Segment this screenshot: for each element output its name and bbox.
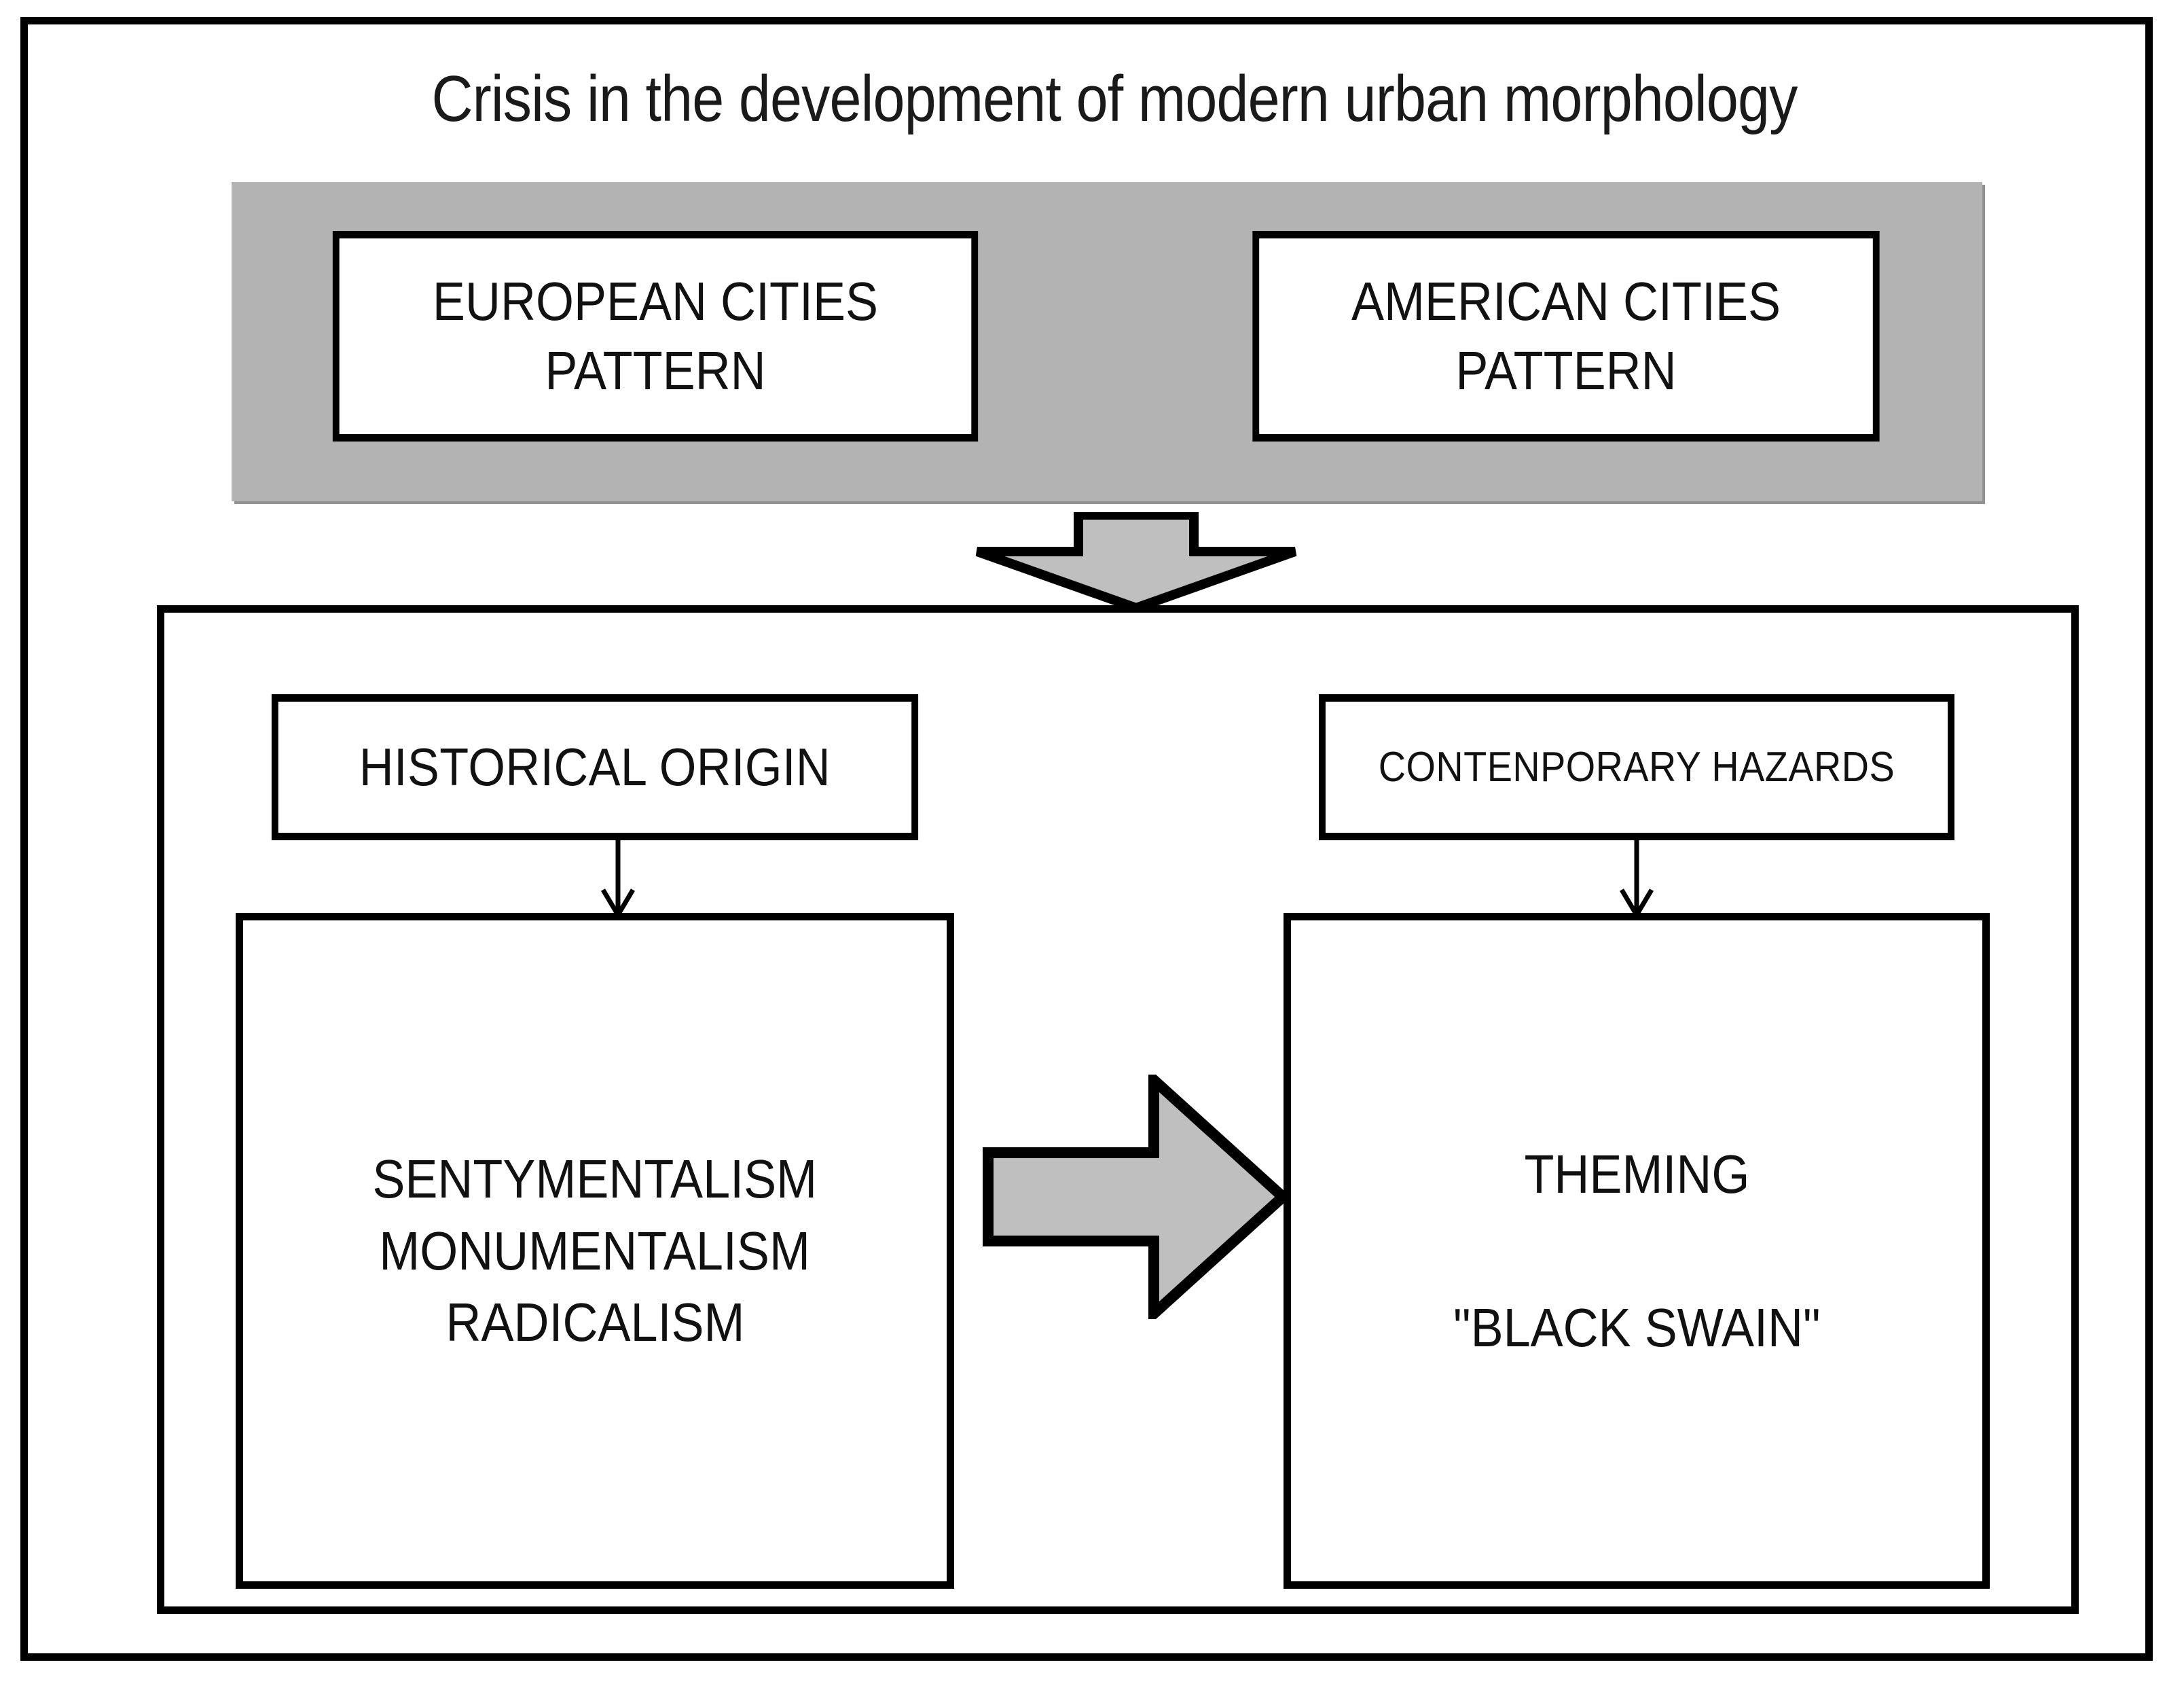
inner-container: HISTORICAL ORIGIN CONTENPORARY HAZARDS <box>157 605 2079 1614</box>
header-label-contenporary-hazards: CONTENPORARY HAZARDS <box>1378 744 1895 791</box>
content-origin-item-1: SENTYMENTALISM <box>372 1149 818 1210</box>
right-block-arrow-icon <box>983 1067 1291 1327</box>
down-block-arrow-icon <box>973 510 1299 613</box>
content-box-historical-origins[interactable]: SENTYMENTALISM MONUMENTALISM RADICALISM <box>236 913 954 1589</box>
content-hazard-item-2: "BLACK SWAIN" <box>1453 1297 1821 1358</box>
pattern-box-american[interactable]: AMERICAN CITIES PATTERN <box>1252 231 1880 442</box>
content-origin-item-2: MONUMENTALISM <box>379 1220 811 1281</box>
contenporary-hazards-connector-arrow-icon <box>1613 837 1660 920</box>
patterns-gray-band: EUROPEAN CITIES PATTERN AMERICAN CITIES … <box>232 182 1982 501</box>
thin-arrow-left-svg <box>600 837 636 920</box>
pattern-american-line2: PATTERN <box>1455 340 1677 401</box>
down-block-arrow-svg <box>975 510 1297 613</box>
pattern-american-line1: AMERICAN CITIES <box>1351 270 1781 331</box>
content-origin-item-3: RADICALISM <box>445 1292 745 1353</box>
content-hazard-item-1: THEMING <box>1524 1143 1749 1204</box>
right-block-arrow-svg <box>983 1067 1291 1327</box>
header-box-contenporary-hazards[interactable]: CONTENPORARY HAZARDS <box>1319 694 1954 840</box>
pattern-european-line1: EUROPEAN CITIES <box>432 270 879 331</box>
pattern-european-line2: PATTERN <box>545 340 766 401</box>
pattern-box-european[interactable]: EUROPEAN CITIES PATTERN <box>332 231 979 442</box>
outer-frame: Crisis in the development of modern urba… <box>20 17 2153 1661</box>
content-box-contenporary-hazards[interactable]: THEMING "BLACK SWAIN" <box>1284 913 1990 1589</box>
header-label-historical-origin: HISTORICAL ORIGIN <box>359 737 831 797</box>
header-box-historical-origin[interactable]: HISTORICAL ORIGIN <box>271 694 919 840</box>
historical-origin-connector-arrow-icon <box>594 837 642 920</box>
page-title: Crisis in the development of modern urba… <box>431 62 1798 135</box>
thin-arrow-right-svg <box>1619 837 1654 920</box>
